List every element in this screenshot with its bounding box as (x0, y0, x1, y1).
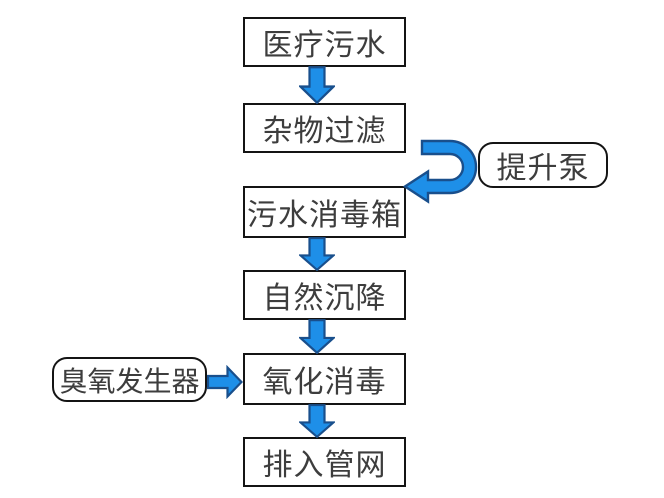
node-label: 医疗污水 (262, 28, 387, 63)
flow-arrow-down-icon (299, 66, 335, 104)
flow-arrow-right-icon (207, 365, 243, 399)
node-label: 杂物过滤 (262, 114, 387, 149)
node-oxidation-disinfection: 氧化消毒 (243, 353, 406, 405)
node-ozone-generator: 臭氧发生器 (52, 357, 207, 402)
node-debris-filtering: 杂物过滤 (243, 103, 406, 153)
node-lift-pump: 提升泵 (478, 142, 608, 188)
node-label: 提升泵 (496, 151, 590, 186)
node-natural-sedimentation: 自然沉降 (243, 270, 406, 320)
flow-arrow-down-icon (299, 404, 335, 438)
node-label: 排入管网 (262, 448, 387, 483)
node-label: 自然沉降 (262, 281, 387, 316)
node-label: 污水消毒箱 (247, 198, 402, 233)
node-label: 臭氧发生器 (59, 364, 200, 398)
flow-arrow-down-icon (299, 237, 335, 271)
node-discharge-to-pipe-network: 排入管网 (243, 437, 406, 487)
flow-arrow-down-icon (299, 319, 335, 354)
flow-arrow-u-turn-icon (402, 139, 478, 204)
node-medical-wastewater: 医疗污水 (243, 17, 406, 67)
node-sewage-disinfection-tank: 污水消毒箱 (243, 186, 406, 238)
node-label: 氧化消毒 (262, 365, 387, 400)
